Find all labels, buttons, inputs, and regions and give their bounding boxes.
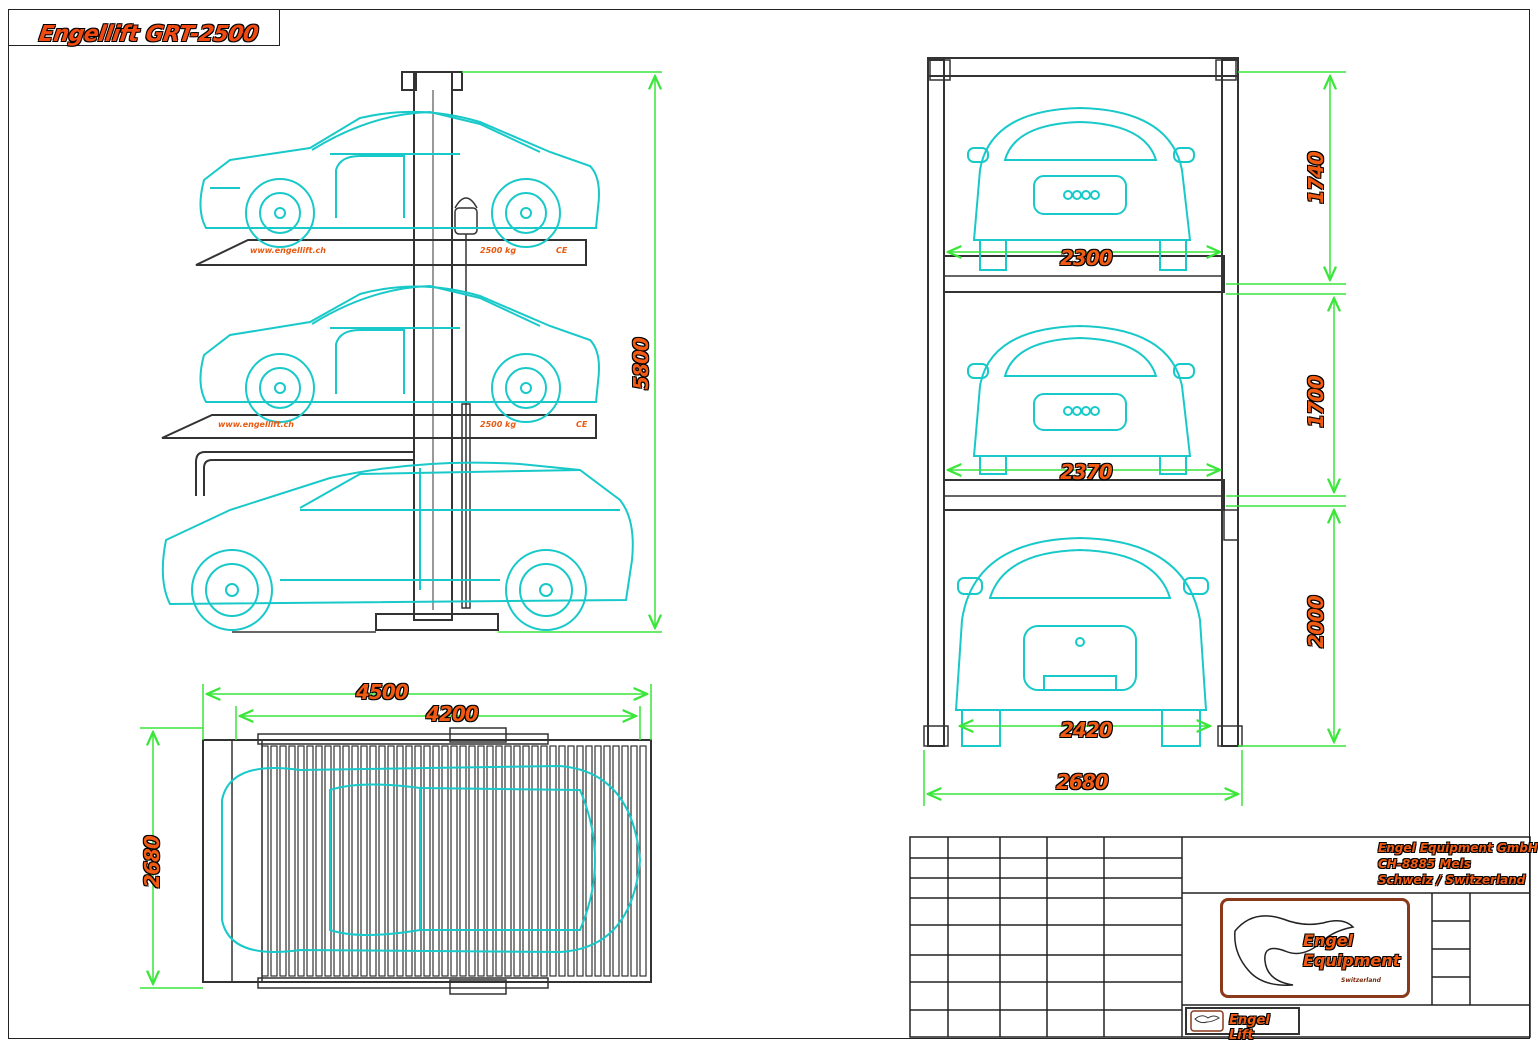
dim-top-length-inner: 4200 (426, 702, 479, 726)
top-dimensions (140, 684, 652, 989)
upper-platform-website: www.engellift.ch (250, 246, 326, 255)
front-car-bottom (954, 536, 1209, 747)
platform-slat (567, 745, 575, 977)
side-car-top (199, 110, 600, 248)
platform-slat (603, 745, 611, 977)
platform-slat (423, 745, 431, 977)
lift-base (375, 613, 499, 631)
platform-slat (612, 745, 620, 977)
platform-slat (387, 745, 395, 977)
platform-slat (459, 745, 467, 977)
platform-slat (558, 745, 566, 977)
logo-text: Engel Equipment (1303, 931, 1401, 970)
lower-platform-ce: CE (576, 420, 588, 429)
platform-slat (495, 745, 503, 977)
front-top-beam (927, 57, 1239, 77)
platform-slat (288, 745, 296, 977)
front-lower-platform (943, 479, 1225, 511)
dim-front-overall-width: 2680 (1056, 770, 1109, 794)
top-slats (261, 745, 647, 977)
dim-front-level-3: 2000 (1303, 596, 1328, 648)
badge-logo-icon (1190, 1010, 1224, 1032)
platform-slat (576, 745, 584, 977)
drawing-sheet-border (8, 9, 1530, 1039)
platform-slat (297, 745, 305, 977)
platform-slat (405, 745, 413, 977)
platform-slat (468, 745, 476, 977)
logo-subtitle: Switzerland (1341, 977, 1381, 984)
dim-side-height: 5800 (628, 338, 653, 390)
platform-slat (585, 745, 593, 977)
platform-slat (513, 745, 521, 977)
company-logo: Engel Equipment Switzerland (1220, 898, 1410, 998)
badge-text: Engel Lift (1229, 1013, 1270, 1043)
dim-front-platform-width-1: 2300 (1060, 246, 1113, 270)
company-city: CH-8885 Mels (1378, 857, 1471, 871)
dim-top-length-outer: 4500 (356, 680, 409, 704)
lift-column (413, 71, 453, 621)
platform-slat (351, 745, 359, 977)
dim-top-width: 2680 (139, 836, 164, 888)
platform-slat (279, 745, 287, 977)
side-car-middle (199, 284, 600, 423)
side-view (161, 71, 597, 633)
upper-platform-ce: CE (556, 246, 568, 255)
lower-platform (161, 414, 597, 439)
top-car-outline (221, 764, 642, 954)
dim-front-level-2: 1700 (1303, 376, 1328, 428)
platform-slat (522, 745, 530, 977)
platform-slat (540, 745, 548, 977)
title-box: Engellift GRT-2500 (8, 9, 280, 47)
top-view (202, 727, 652, 995)
platform-slat (396, 745, 404, 977)
platform-slat (369, 745, 377, 977)
front-view (923, 57, 1243, 747)
upper-platform-load: 2500 kg (480, 246, 517, 255)
side-car-bottom (161, 461, 634, 631)
platform-slat (531, 745, 539, 977)
engel-lift-badge: Engel Lift (1185, 1007, 1300, 1043)
platform-slat (441, 745, 449, 977)
platform-slat (342, 745, 350, 977)
dim-front-level-1: 1740 (1303, 152, 1328, 204)
company-country: Schweiz / Switzerland (1378, 873, 1526, 887)
side-height-dimension (462, 71, 662, 633)
platform-slat (549, 745, 557, 977)
platform-slat (630, 745, 638, 977)
front-right-column (1221, 59, 1239, 747)
platform-slat (486, 745, 494, 977)
platform-slat (432, 745, 440, 977)
platform-slat (306, 745, 314, 977)
angel-wing-icon (1234, 915, 1355, 986)
platform-slat (270, 745, 278, 977)
dim-front-platform-width-3: 2420 (1060, 718, 1113, 742)
platform-slat (315, 745, 323, 977)
platform-slat (504, 745, 512, 977)
platform-slat (621, 745, 629, 977)
platform-slat (378, 745, 386, 977)
platform-slat (333, 745, 341, 977)
dim-front-platform-width-2: 2370 (1060, 460, 1113, 484)
platform-slat (450, 745, 458, 977)
front-car-middle (967, 324, 1195, 475)
lower-platform-load: 2500 kg (480, 420, 517, 429)
lower-platform-website: www.engellift.ch (218, 420, 294, 429)
upper-platform (195, 239, 587, 266)
title-block (909, 836, 1531, 1038)
company-address: Engel Equipment GmbH CH-8885 Mels Schwei… (1378, 840, 1538, 888)
front-dimensions (923, 71, 1346, 806)
platform-slat (261, 745, 269, 977)
front-left-column (927, 59, 945, 747)
company-name: Engel Equipment GmbH (1378, 841, 1538, 855)
top-platform-outer (202, 739, 652, 983)
platform-slat (360, 745, 368, 977)
platform-slat (477, 745, 485, 977)
